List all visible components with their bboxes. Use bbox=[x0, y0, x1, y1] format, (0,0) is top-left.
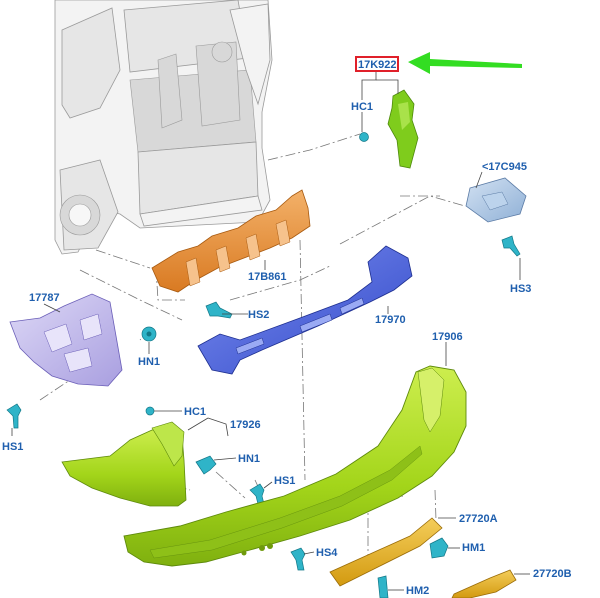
fastener-hn1-mid bbox=[195, 455, 217, 475]
fastener-hn1-left bbox=[141, 326, 157, 342]
label-hm1: HM1 bbox=[462, 542, 485, 554]
part-17K922-bracket bbox=[387, 89, 419, 169]
highlight-box bbox=[355, 56, 399, 72]
label-27720A: 27720A bbox=[459, 513, 498, 525]
label-hs1-mid: HS1 bbox=[274, 475, 295, 487]
label-hn1-left: HN1 bbox=[138, 356, 160, 368]
fastener-hs4 bbox=[290, 547, 306, 571]
label-17B861: 17B861 bbox=[248, 271, 287, 283]
label-17970: 17970 bbox=[375, 314, 406, 326]
part-17787-bracket bbox=[9, 293, 123, 387]
label-17906: 17906 bbox=[432, 331, 463, 343]
part-17C945-bracket bbox=[465, 177, 527, 223]
label-hs2: HS2 bbox=[248, 309, 269, 321]
label-27720B: 27720B bbox=[533, 568, 572, 580]
fastener-hc1-mid bbox=[145, 406, 155, 416]
label-hs1-left: HS1 bbox=[2, 441, 23, 453]
part-17926-corner bbox=[61, 421, 187, 507]
pointer-arrow bbox=[408, 52, 522, 74]
label-17787: 17787 bbox=[29, 292, 60, 304]
fastener-hs3 bbox=[501, 235, 521, 257]
label-17K922: 17K922 bbox=[358, 59, 397, 71]
label-hs4: HS4 bbox=[316, 547, 338, 559]
label-hn1-mid: HN1 bbox=[238, 453, 260, 465]
fastener-hs1-mid bbox=[249, 483, 265, 505]
part-17970-reinforcement bbox=[197, 245, 413, 375]
label-hc1-mid: HC1 bbox=[184, 406, 206, 418]
label-17926: 17926 bbox=[230, 419, 261, 431]
fastener-hm1 bbox=[429, 537, 449, 559]
part-27720A-reflector bbox=[329, 517, 443, 587]
leader-lines bbox=[11, 70, 530, 591]
label-hc1-top: HC1 bbox=[351, 101, 373, 113]
part-27720B-reflector bbox=[451, 569, 517, 598]
label-hm2: HM2 bbox=[406, 585, 429, 597]
fastener-hc1-top bbox=[359, 132, 369, 142]
part-17906-bumper-cover bbox=[123, 365, 467, 567]
fastener-hm2 bbox=[377, 575, 389, 598]
callout-labels: 17K922 HC1 <17C945 HS3 17B861 17787 HS2 … bbox=[2, 59, 572, 597]
fastener-hs2 bbox=[205, 301, 233, 319]
label-hs3: HS3 bbox=[510, 283, 531, 295]
fastener-hs1-left bbox=[6, 403, 22, 429]
label-17C945: <17C945 bbox=[482, 161, 527, 173]
vehicle-body-illustration bbox=[54, 0, 273, 255]
part-17B861-bracket bbox=[151, 189, 311, 293]
